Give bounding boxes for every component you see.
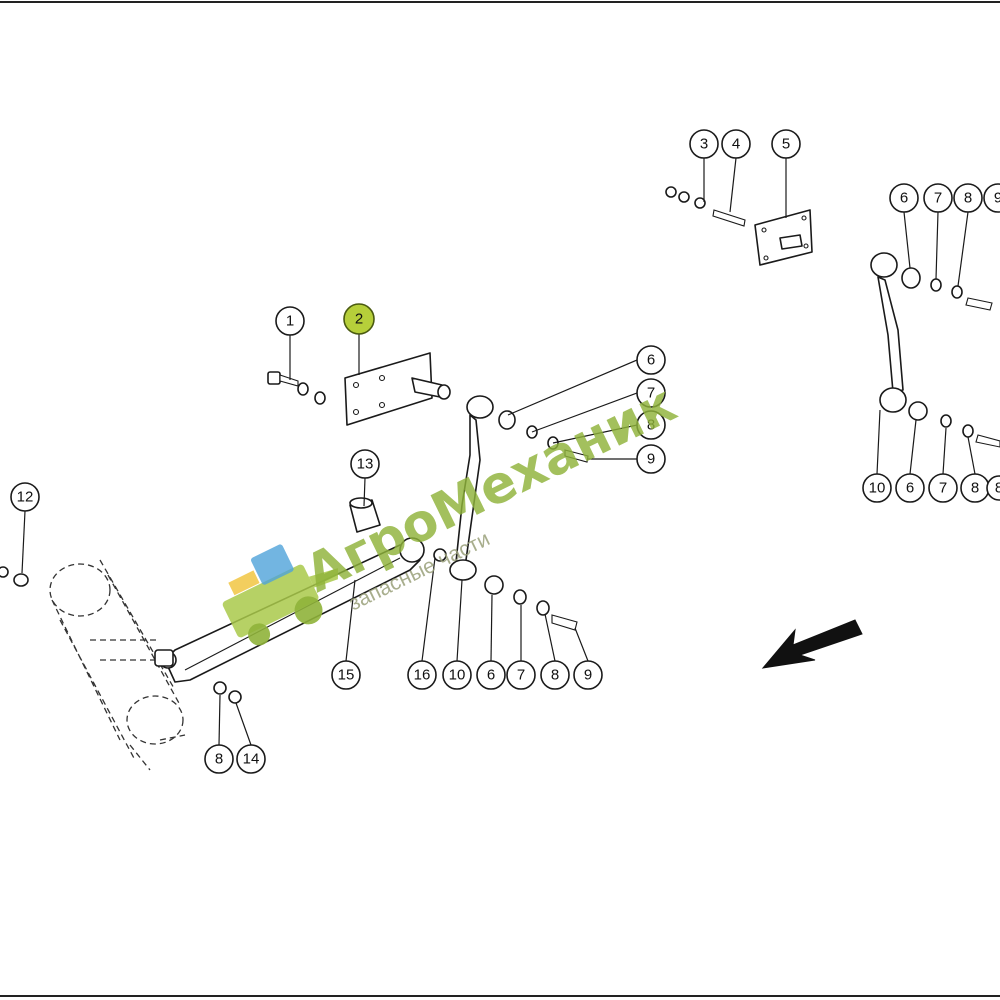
callout-8-right-upper: 8 xyxy=(953,183,983,213)
callout-8-right-lower: 8 xyxy=(960,473,990,503)
svg-text:8: 8 xyxy=(971,480,979,497)
svg-text:9: 9 xyxy=(647,451,655,468)
callout-8-right-edge: 8 xyxy=(986,475,1000,501)
callout-9-right-upper: 9 xyxy=(983,183,1000,213)
callouts: 1 2 3 4 5 6 7 8 9 12 13 15 16 10 6 7 8 9… xyxy=(10,129,1000,774)
callout-4: 4 xyxy=(721,129,751,159)
callout-6-right-upper: 6 xyxy=(889,183,919,213)
plate-part-5 xyxy=(665,186,813,266)
callout-13: 13 xyxy=(350,449,380,479)
svg-text:8: 8 xyxy=(551,667,559,684)
lever-end-fasteners xyxy=(213,681,242,704)
callout-7-lower: 7 xyxy=(506,660,536,690)
middle-lower-fasteners xyxy=(484,575,578,631)
svg-text:6: 6 xyxy=(647,352,655,369)
nut-part-12 xyxy=(0,566,29,587)
svg-text:9: 9 xyxy=(584,667,592,684)
leader-lines xyxy=(21,157,976,746)
svg-text:14: 14 xyxy=(243,751,260,768)
svg-text:16: 16 xyxy=(414,667,431,684)
svg-text:1: 1 xyxy=(286,313,294,330)
svg-text:6: 6 xyxy=(487,667,495,684)
svg-text:2: 2 xyxy=(355,311,363,328)
callout-7-right-upper: 7 xyxy=(923,183,953,213)
direction-arrow xyxy=(761,619,863,669)
link-right-part-10 xyxy=(870,252,1000,448)
callout-14: 14 xyxy=(236,744,266,774)
callout-8-upper: 8 xyxy=(636,410,666,440)
callout-6-lower: 6 xyxy=(476,660,506,690)
callout-15: 15 xyxy=(331,660,361,690)
svg-text:7: 7 xyxy=(517,667,525,684)
bolt-part-1 xyxy=(267,371,326,405)
svg-text:12: 12 xyxy=(17,489,34,506)
callout-10-right: 10 xyxy=(862,473,892,503)
svg-text:13: 13 xyxy=(357,456,374,473)
callout-3: 3 xyxy=(689,129,719,159)
svg-text:9: 9 xyxy=(994,190,1000,207)
svg-text:8: 8 xyxy=(964,190,972,207)
svg-text:10: 10 xyxy=(449,667,466,684)
svg-text:15: 15 xyxy=(338,667,355,684)
callout-8-lever: 8 xyxy=(204,744,234,774)
callout-9-lower: 9 xyxy=(573,660,603,690)
washer-part-16 xyxy=(433,548,447,562)
svg-text:7: 7 xyxy=(934,190,942,207)
bracket-part-2 xyxy=(344,352,451,426)
svg-text:6: 6 xyxy=(906,480,914,497)
tractor-logo-icon xyxy=(222,544,339,646)
svg-text:8: 8 xyxy=(995,480,1000,497)
svg-text:5: 5 xyxy=(782,136,790,153)
frame-member-outline xyxy=(49,559,186,771)
svg-text:4: 4 xyxy=(732,136,740,153)
callout-10-middle: 10 xyxy=(442,660,472,690)
svg-text:3: 3 xyxy=(700,136,708,153)
svg-text:8: 8 xyxy=(215,751,223,768)
callout-6-right-lower: 6 xyxy=(895,473,925,503)
callout-1: 1 xyxy=(275,306,305,336)
callout-7-right-lower: 7 xyxy=(928,473,958,503)
link-part-10 xyxy=(449,395,494,581)
bushing-part-13 xyxy=(349,497,381,533)
callout-5: 5 xyxy=(771,129,801,159)
svg-text:6: 6 xyxy=(900,190,908,207)
callout-7-upper: 7 xyxy=(636,378,666,408)
svg-text:10: 10 xyxy=(869,480,886,497)
callout-16: 16 xyxy=(407,660,437,690)
callout-2: 2 xyxy=(343,303,375,335)
lever-part-15 xyxy=(154,537,425,683)
callout-6-upper: 6 xyxy=(636,345,666,375)
svg-text:7: 7 xyxy=(647,385,655,402)
callout-8-lower: 8 xyxy=(540,660,570,690)
callout-12: 12 xyxy=(10,482,40,512)
svg-text:7: 7 xyxy=(939,480,947,497)
svg-text:8: 8 xyxy=(647,417,655,434)
callout-9-upper: 9 xyxy=(636,444,666,474)
